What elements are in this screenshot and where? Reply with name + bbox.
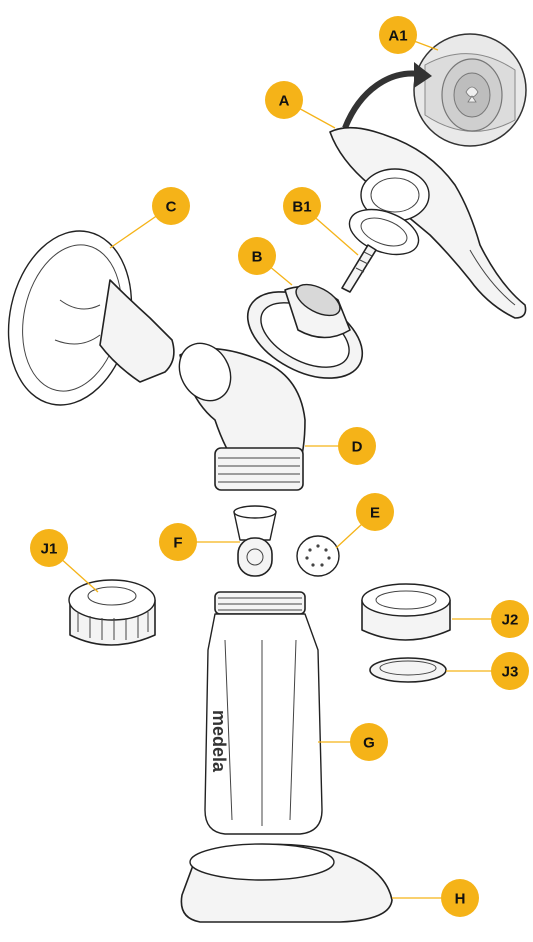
sealing-disc-icon [370, 658, 446, 682]
part-label-j3: J3 [491, 652, 529, 690]
part-label-text: C [166, 199, 177, 216]
part-label-text: E [370, 505, 380, 522]
part-label-a1: A1 [379, 16, 417, 54]
part-label-f: F [159, 523, 197, 561]
part-label-b: B [238, 237, 276, 275]
part-label-b1: B1 [283, 187, 321, 225]
breast-shield-icon [0, 219, 174, 416]
part-label-text: J3 [502, 664, 519, 681]
part-label-text: H [455, 891, 466, 908]
part-label-text: A1 [388, 28, 407, 45]
part-label-text: J1 [41, 541, 58, 558]
part-label-text: F [173, 535, 182, 552]
curved-arrow-icon [345, 73, 420, 128]
part-label-text: B1 [292, 199, 311, 216]
part-label-d: D [338, 427, 376, 465]
part-label-g: G [350, 723, 388, 761]
valve-membrane-closeup-icon [414, 34, 526, 146]
part-label-text: D [352, 439, 363, 456]
part-label-e: E [356, 493, 394, 531]
screw-ring-icon [362, 584, 450, 640]
part-label-h: H [441, 879, 479, 917]
part-label-text: B [252, 249, 263, 266]
part-label-c: C [152, 187, 190, 225]
bottle-icon: medela [205, 592, 322, 834]
part-label-text: G [363, 735, 375, 752]
bottle-brand-text: medela [209, 710, 229, 773]
part-label-text: J2 [502, 612, 519, 629]
part-label-text: A [279, 93, 290, 110]
valve-head-icon [234, 506, 276, 576]
part-label-j2: J2 [491, 600, 529, 638]
membrane-icon [297, 536, 339, 576]
part-label-a: A [265, 81, 303, 119]
part-label-j1: J1 [30, 529, 68, 567]
bottle-stand-icon [181, 844, 392, 922]
bottle-lid-icon [69, 580, 155, 645]
